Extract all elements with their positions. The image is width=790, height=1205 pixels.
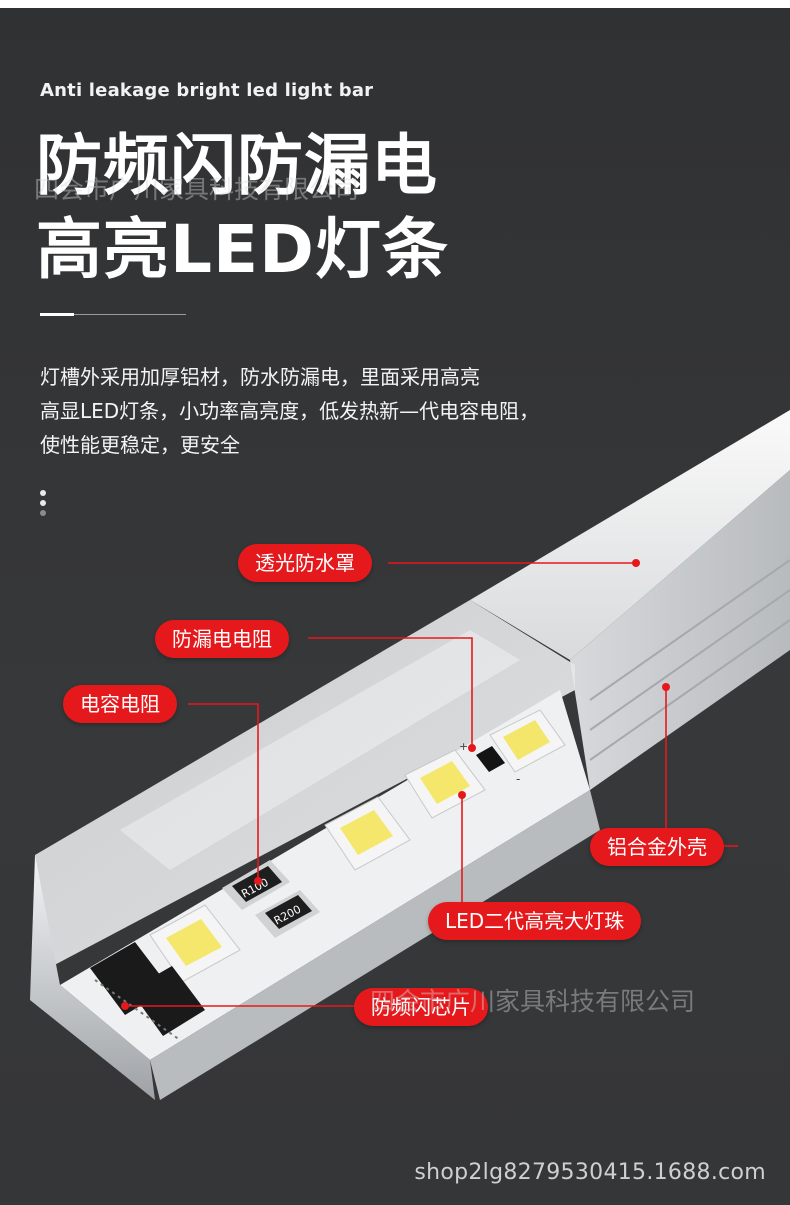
led-chip (149, 904, 241, 983)
svg-text:+: + (459, 740, 468, 753)
inner-left-wall (35, 600, 575, 970)
callout-leakage-resistor: 防漏电电阻 (155, 620, 289, 658)
led-chip (324, 796, 411, 871)
callout-dot (632, 559, 640, 567)
svg-text:-: - (516, 772, 520, 786)
callout-dot (458, 791, 466, 799)
watermark-top: 四会市广川家具科技有限公司 (34, 175, 360, 204)
shop-url: shop2lg8279530415.1688.com (414, 1160, 766, 1185)
callout-dot (121, 1002, 129, 1010)
divider-accent (40, 313, 74, 316)
headline-line-1: 防频闪防漏电 (36, 127, 438, 204)
callout-aluminum-shell: 铝合金外壳 (590, 828, 724, 866)
leakage-resistor: + - (459, 740, 520, 786)
description-line-3: 使性能更稳定，更安全 (40, 433, 240, 457)
divider-line (40, 314, 186, 315)
aluminum-side-wall (570, 470, 790, 790)
description: 灯槽外采用加厚铝材，防水防漏电，里面采用高亮 高显LED灯条，小功率高亮度，低发… (40, 360, 680, 462)
top-border (0, 0, 790, 8)
callout-dot (468, 744, 476, 752)
callout-flicker-chip: 防频闪芯片 (354, 988, 488, 1026)
callout-led-beads: LED二代高亮大灯珠 (428, 902, 642, 940)
led-chip (489, 709, 566, 773)
watermark-bottom: 四会市广川家具科技有限公司 (370, 987, 696, 1016)
callout-diffuser: 透光防水罩 (238, 544, 372, 582)
led-light-bar-illustration: R100 R200 + - (30, 410, 790, 1100)
callout-capacitor-resistor: 电容电阻 (63, 685, 177, 723)
more-dots-icon (40, 490, 48, 520)
headline: 防频闪防漏电 高亮LED灯条 (36, 124, 449, 292)
headline-line-2: 高亮LED灯条 (36, 211, 449, 288)
callout-dot (254, 877, 262, 885)
resistor-r200: R200 (255, 890, 320, 938)
english-subtitle: Anti leakage bright led light bar (40, 80, 374, 101)
description-line-2: 高显LED灯条，小功率高亮度，低发热新—代电容电阻， (40, 399, 540, 423)
diffuser-cover (470, 410, 790, 660)
flicker-chip (90, 942, 205, 1041)
description-line-1: 灯槽外采用加厚铝材，防水防漏电，里面采用高亮 (40, 365, 480, 389)
callout-dot (662, 683, 670, 691)
led-chip (404, 749, 486, 819)
front-aluminum-lip (30, 855, 155, 1100)
